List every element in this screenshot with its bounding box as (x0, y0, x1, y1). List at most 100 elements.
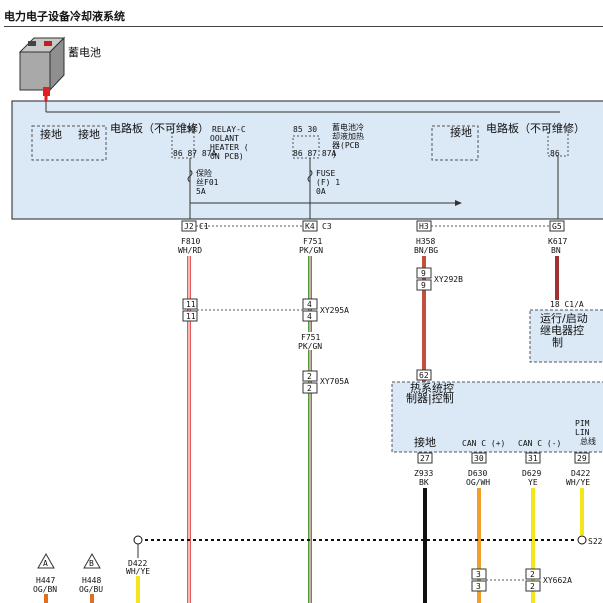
wire-d629-id: D629 (522, 469, 541, 478)
fuse-mid-l2: (F) 1 (316, 178, 340, 187)
flag-a-icon (37, 552, 55, 569)
fuse-left-l3: 5A (196, 187, 206, 196)
relay-left-pins: 86 87 87A (173, 149, 217, 158)
wire-z933-id: Z933 (414, 469, 433, 478)
module-box (11, 100, 603, 220)
battery-icon (18, 36, 66, 96)
conn-k4-conn: C3 (322, 222, 332, 231)
fuse-mid-l3: 0A (316, 187, 326, 196)
ground-label-a: 接地 (40, 128, 62, 141)
thermal-gnd-label: 接地 (414, 436, 436, 449)
thermal-lin-label: LIN (575, 428, 590, 437)
pin-3-top: 3 (476, 570, 481, 579)
bottom-d422-id: D422 (128, 559, 147, 568)
ground-label-b: 接地 (78, 128, 100, 141)
battery-label: 蓄电池 (68, 46, 101, 59)
thermal-pin-29: 29 (577, 454, 587, 463)
h447-color: OG/BN (33, 585, 57, 594)
conn-k4-pin: K4 (305, 222, 315, 231)
thermal-cann-label: CAN C (-) (518, 439, 561, 448)
wire-f810-id: F810 (181, 237, 200, 246)
wire-d630-color: OG/WH (466, 478, 490, 487)
s22-label: S22 (588, 537, 603, 546)
thermal-pim-label: PIM (575, 419, 590, 428)
runstart-l3: 制 (552, 336, 563, 349)
xy662a-label: XY662A (543, 576, 572, 585)
xy292b-label: XY292B (434, 275, 463, 284)
fuse-mid-l1: FUSE (316, 169, 335, 178)
flag-b-label: B (89, 559, 94, 568)
splice-node-left (133, 535, 143, 545)
wire-d422-color: WH/YE (566, 478, 590, 487)
board-label-right: 电路板（不可维修） (486, 121, 585, 135)
h448-id: H448 (82, 576, 101, 585)
relay-mid-l4: ) (332, 150, 337, 159)
wire-f751-color: PK/GN (299, 246, 323, 255)
relay-left-l3: HEATER ( (210, 143, 249, 152)
relay-mid-l1: 蓄电池冷 (332, 122, 364, 132)
pin-3-bottom: 3 (476, 582, 481, 591)
thermal-pin-62: 62 (419, 371, 429, 380)
thermal-canp-label: CAN C (+) (462, 439, 505, 448)
ground-box-right (431, 125, 479, 161)
wire-d629-color: YE (528, 478, 538, 487)
runstart-l1: 运行/启动 (540, 312, 588, 325)
title-divider (4, 26, 603, 27)
conn-h3-pin: H3 (419, 222, 429, 231)
wire-f751-id: F751 (303, 237, 322, 246)
wire-k617-color: BN (551, 246, 561, 255)
thermal-pin-30: 30 (474, 454, 484, 463)
xy705a-label: XY705A (320, 377, 349, 386)
runstart-l2: 继电器控 (540, 323, 584, 337)
wire-h358-id: H358 (416, 237, 435, 246)
relay-mid-box (292, 135, 320, 159)
conn-j2-conn: C1 (199, 222, 209, 231)
relay-left-box (171, 125, 195, 159)
pin-4-top: 4 (307, 300, 312, 309)
pin-9-bottom: 9 (421, 281, 426, 290)
wire-d422-id: D422 (571, 469, 590, 478)
thermal-bus-label: 总线 (580, 436, 596, 446)
pin-2-bottom: 2 (307, 384, 312, 393)
page-title: 电力电子设备冷却液系统 (4, 10, 125, 23)
ground-box-left (31, 125, 107, 161)
flag-a-label: A (43, 559, 48, 568)
xy295a-label: XY295A (320, 306, 349, 315)
conn-g5-pin: G5 (552, 222, 562, 231)
wire-d630-id: D630 (468, 469, 487, 478)
f751-inline-id: F751 (301, 333, 320, 342)
relay-mid-top: 85 30 (293, 125, 317, 134)
relay-left-l1: RELAY-C (212, 125, 246, 134)
splice-node-right (577, 535, 587, 545)
runstart-module-box (529, 309, 603, 363)
thermal-pin-27: 27 (420, 454, 430, 463)
relay-right-pins: 86 (550, 149, 560, 158)
pin-11-bottom: 11 (186, 312, 196, 321)
h447-id: H447 (36, 576, 55, 585)
thermal-pin-31: 31 (528, 454, 538, 463)
pin-11-top: 11 (186, 300, 196, 309)
conn-j2-pin: J2 (184, 222, 194, 231)
relay-mid-l2: 却液加热 (332, 131, 364, 141)
pin-2-top: 2 (307, 372, 312, 381)
board-label-left: 电路板（不可维修） (110, 121, 209, 135)
pin-2b-bottom: 2 (530, 582, 535, 591)
relay-mid-pins: 86 87 87A (293, 149, 337, 158)
fuse-left-l1: 保险 (196, 168, 212, 178)
relay-left-top: 30 (186, 125, 196, 134)
f751-inline-color: PK/GN (298, 342, 322, 351)
fuse-left-l2: 丝F01 (196, 177, 219, 187)
flag-b-icon (83, 552, 101, 569)
thermal-module-box (391, 381, 603, 453)
relay-mid-l3: 器(PCB (332, 141, 359, 150)
relay-left-l4: ON PCB) (210, 152, 244, 161)
pin-2b-top: 2 (530, 570, 535, 579)
wire-z933-color: BK (419, 478, 429, 487)
wire-h358-color: BN/BG (414, 246, 438, 255)
wire-f810-color: WH/RD (178, 246, 202, 255)
thermal-name-l2: 制器|控制 (406, 391, 454, 405)
bottom-d422-color: WH/YE (126, 567, 150, 576)
wire-k617-id: K617 (548, 237, 567, 246)
thermal-name-l1: 热系统控 (410, 381, 454, 395)
